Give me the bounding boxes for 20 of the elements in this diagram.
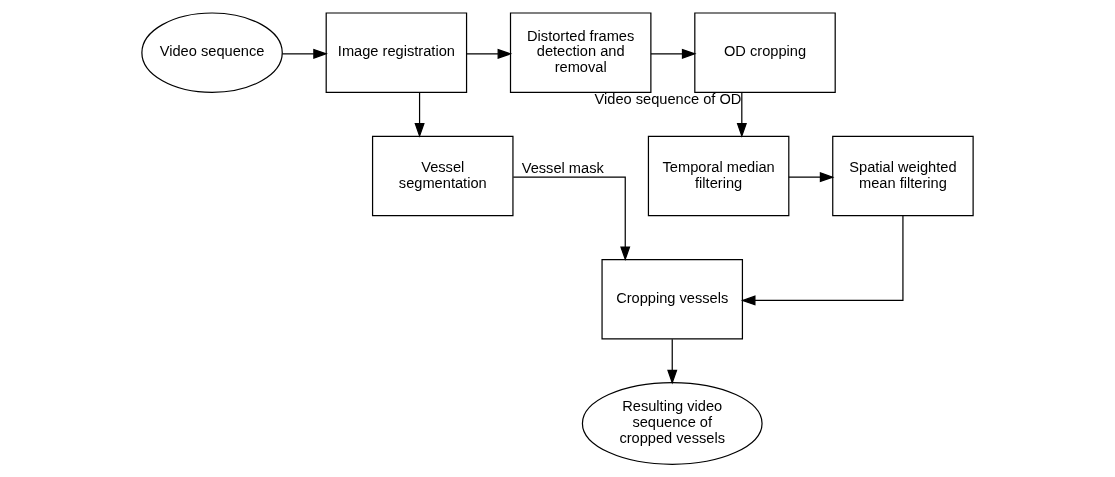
edge-label: Video sequence of OD [594,90,742,107]
arrow [465,48,513,59]
node-box: Image registration [325,12,468,93]
node-ellipse: Video sequence [141,12,283,93]
node-box: Vessel segmentation [371,135,514,217]
edge-label: Vessel mask [521,160,604,176]
arrow [788,172,835,183]
arrow [414,91,425,138]
node-box: Spatial weighted mean filtering [832,135,974,217]
node-ellipse: Resulting video sequence of cropped vessels [581,381,763,465]
arrow [281,48,328,59]
node-box: Distorted frames detection and removal [509,12,652,93]
arrow [667,338,678,385]
arrow [736,91,747,138]
node-box: Temporal median filtering [647,135,790,217]
arrow [512,176,631,262]
arrow [740,215,904,306]
node-box: Cropping vessels [601,258,744,340]
node-box: OD cropping [694,12,836,93]
arrow [650,48,697,59]
